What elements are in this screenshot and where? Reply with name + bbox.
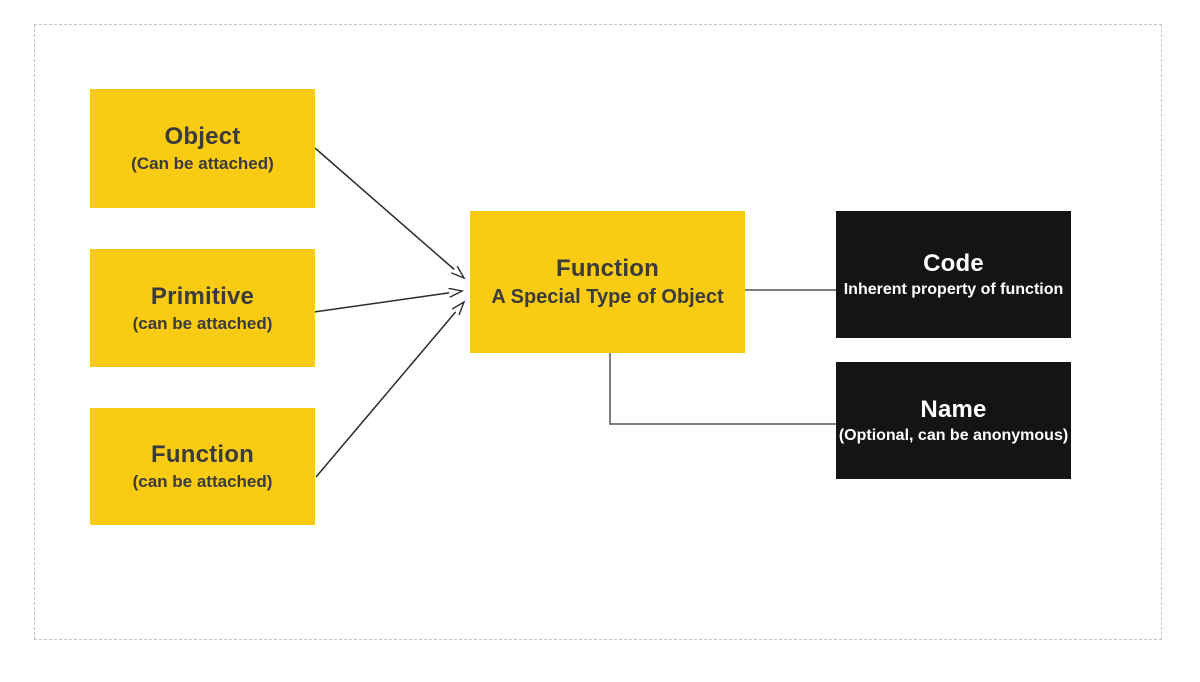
node-primitive-title: Primitive: [150, 282, 255, 310]
node-function-source-subtitle: (can be attached): [132, 472, 273, 492]
dashed-frame: [34, 24, 1162, 640]
node-function-source: Function (can be attached): [90, 408, 315, 525]
connector-function-to-name: [609, 353, 836, 425]
arrow-primitive-to-function: [313, 291, 462, 313]
node-primitive: Primitive (can be attached): [90, 249, 315, 367]
node-object: Object (Can be attached): [90, 89, 315, 208]
arrow-functionleft-to-function: [315, 302, 464, 478]
node-object-title: Object: [164, 123, 241, 151]
node-object-subtitle: (Can be attached): [131, 154, 274, 174]
node-name-subtitle: (Optional, can be anonymous): [838, 427, 1069, 444]
node-function-main-title: Function: [556, 255, 659, 282]
node-primitive-subtitle: (can be attached): [132, 313, 273, 333]
node-function-main: Function A Special Type of Object: [470, 211, 745, 353]
node-code-title: Code: [923, 250, 984, 277]
node-function-main-subtitle: A Special Type of Object: [491, 286, 724, 308]
node-function-source-title: Function: [151, 441, 254, 469]
node-code-subtitle: Inherent property of function: [843, 281, 1064, 298]
arrow-object-to-function: [314, 147, 464, 278]
node-code: Code Inherent property of function: [836, 211, 1071, 338]
node-name: Name (Optional, can be anonymous): [836, 362, 1071, 479]
node-name-title: Name: [920, 396, 987, 423]
